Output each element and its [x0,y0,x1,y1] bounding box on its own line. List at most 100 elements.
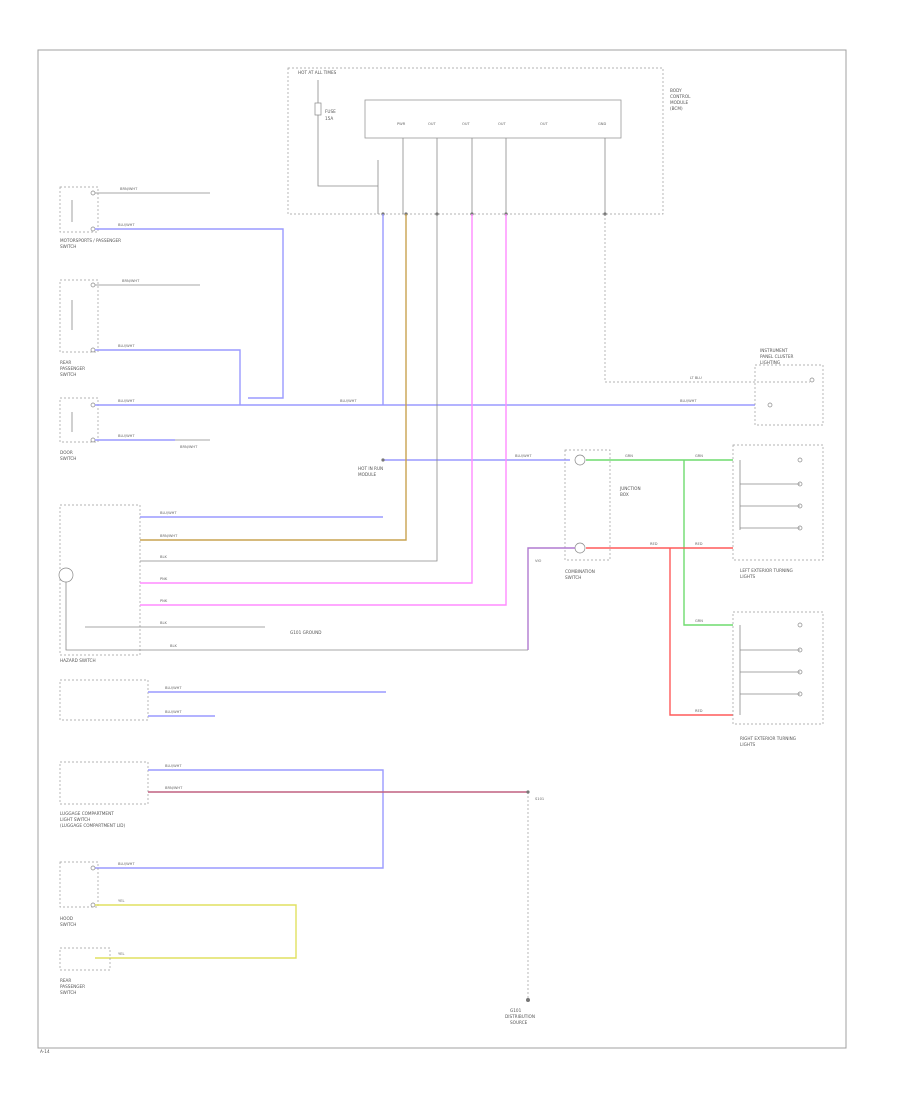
switch-front-passenger [59,186,99,233]
trunk-switch-label-1: LUGGAGE COMPARTMENT [60,811,114,816]
fuse-box-label-3: 15A [325,116,333,121]
bcm-label-3: MODULE [670,100,689,105]
svg-text:BLU/WHT: BLU/WHT [118,344,135,348]
turn-lights-left-bulbs [739,457,803,531]
wire-blue-fp [95,228,284,399]
wire-violet [527,547,575,650]
fuse-box [287,67,664,215]
svg-text:GRN: GRN [695,619,703,623]
svg-text:BRN/WHT: BRN/WHT [120,187,138,191]
svg-text:RED: RED [650,542,658,546]
switch-rear-passenger-label-3: SWITCH [60,372,76,377]
svg-text:BLU/WHT: BLU/WHT [118,399,135,403]
instrument-cluster [754,364,824,426]
ground-symbol [526,998,530,1002]
wire-green [586,459,733,626]
fuse-box-label-1: HOT AT ALL TIMES [298,70,337,75]
svg-text:YEL: YEL [118,899,124,903]
ground-bottom-label-1: G101 [510,1008,522,1013]
turn-lights-left-label-2: LIGHTS [740,574,756,579]
switch-rear-passenger-label-1: REAR [60,360,71,365]
switch-front-passenger-label-1: MOTORSPORTS / PASSENGER [60,238,121,243]
hot-run-label-1: HOT IN RUN [358,466,383,471]
svg-text:BLU/WHT: BLU/WHT [680,399,697,403]
svg-text:BLU/WHT: BLU/WHT [118,862,135,866]
fuse-symbol [314,102,322,116]
switch-door-driver [59,397,99,443]
wire-pink-1 [140,214,473,584]
wire-blue-rp [95,349,241,405]
bcm-pin-2: OUT [428,122,436,126]
wire-red [586,547,733,716]
bcm-pin-5: OUT [540,122,548,126]
wire-yellow [95,904,297,959]
svg-text:PNK: PNK [160,577,168,581]
hazard-switch [59,679,149,721]
fuse-box-label-2: FUSE [325,109,336,114]
bcm-pin-3: OUT [462,122,470,126]
svg-text:RED: RED [695,542,703,546]
wire-tan [140,214,407,541]
junction-box [564,449,611,561]
bcm-pin-4: OUT [498,122,506,126]
turn-lights-right [732,611,824,725]
rear-pax-bottom-label-3: SWITCH [60,990,76,995]
turn-lights-right-bulbs [739,622,803,715]
svg-text:RED: RED [695,709,703,713]
hazard-switch-label: HAZARD SWITCH [60,658,96,663]
rear-pax-bottom-label-2: PASSENGER [60,984,85,989]
svg-text:VIO: VIO [535,559,542,563]
switch-rear-passenger [59,279,99,353]
bcm-label-2: CONTROL [670,94,691,99]
rear-pax-bottom-label-1: REAR [60,978,71,983]
bcm-pin-6: GND [598,122,606,126]
ground-bottom-label-3: SOURCE [510,1020,528,1025]
svg-text:BLU/WHT: BLU/WHT [165,710,182,714]
svg-text:BLU/WHT: BLU/WHT [340,399,357,403]
ground-note: G101 GROUND [290,630,321,635]
svg-text:BRN/WHT: BRN/WHT [165,786,183,790]
switch-door-driver-label-1: DOOR [60,450,73,455]
page-number: A-14 [40,1049,50,1054]
svg-text:LT BLU: LT BLU [690,376,702,380]
hood-switch-label-2: SWITCH [60,922,76,927]
svg-text:BRN/WHT: BRN/WHT [160,534,178,538]
instrument-cluster-label-3: LIGHTING [760,360,780,365]
instrument-cluster-label-1: INSTRUMENT [760,348,788,353]
svg-text:BLK: BLK [160,555,167,559]
bcm-box [364,99,622,139]
hood-switch-label-1: HOOD [60,916,73,921]
turn-lights-left-label: LEFT EXTERIOR TURNING [740,568,793,573]
svg-text:BLK: BLK [170,644,177,648]
svg-text:BLU/WHT: BLU/WHT [160,511,177,515]
svg-text:YEL: YEL [118,952,124,956]
svg-text:GRN: GRN [695,454,703,458]
svg-text:BLK: BLK [160,621,167,625]
ground-bottom-label-2: DISTRIBUTION [505,1014,535,1019]
junction-label-4: BOX [620,492,629,497]
svg-text:BLU/WHT: BLU/WHT [165,686,182,690]
svg-text:BLU/WHT: BLU/WHT [165,764,182,768]
trunk-switch-label-3: (LUGGAGE COMPARTMENT LID) [60,823,126,828]
fuse-feed [317,80,378,187]
svg-text:BLU/WHT: BLU/WHT [515,454,532,458]
turn-lights-right-label: RIGHT EXTERIOR TURNING [740,736,796,741]
wire-gray-ign [140,214,438,562]
trunk-switch [59,761,149,805]
svg-text:GRN: GRN [625,454,633,458]
bcm-label-4: (BCM) [670,106,683,111]
junction-label-1: COMBINATION [565,569,595,574]
switch-front-passenger-label-2: SWITCH [60,244,76,249]
junction-label-2: SWITCH [565,575,581,580]
wire-blue-trunk [95,769,384,869]
page-frame [37,49,847,1049]
svg-text:PNK: PNK [160,599,168,603]
svg-text:BLU/WHT: BLU/WHT [118,434,135,438]
switch-door-driver-label-2: SWITCH [60,456,76,461]
wire-pink-2 [140,214,507,606]
hood-switch [59,861,99,908]
hot-run-label-2: MODULE [358,472,377,477]
switch-rear-passenger-label-2: PASSENGER [60,366,85,371]
bcm-label-1: BODY [670,88,682,93]
